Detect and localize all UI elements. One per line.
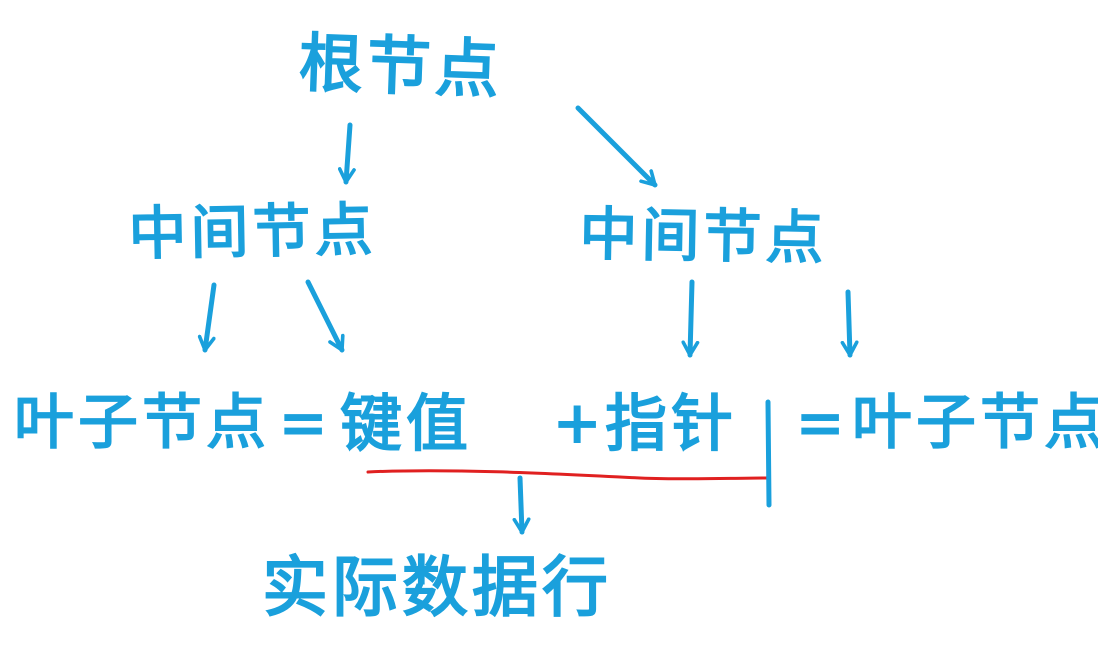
arrow-middle-right-to-leaf-b: [840, 289, 859, 358]
arrow-root-to-middle-left: [337, 122, 356, 185]
plus-sign: +: [552, 388, 607, 458]
pointer-label: 指针: [605, 387, 738, 460]
root-node-label: 根节点: [297, 27, 505, 109]
arrow-underline-to-data-row: [512, 475, 531, 535]
middle-node-left-label: 中间节点: [127, 195, 378, 268]
pointer-separator-bar: [765, 399, 772, 508]
arrow-middle-left-to-leaf-a: [197, 282, 217, 353]
arrow-root-to-middle-right: [575, 105, 658, 188]
actual-data-row-label: 实际数据行: [262, 549, 612, 626]
key-pointer-underline: [366, 469, 770, 481]
middle-node-right-label: 中间节点: [578, 200, 829, 273]
equals-sign-2: =: [795, 388, 850, 458]
arrow-middle-right-to-leaf-a: [681, 279, 700, 358]
key-value-label: 键值: [340, 387, 473, 460]
leaf-node-label: 叶子节点: [14, 388, 270, 458]
equals-sign-1: =: [278, 388, 333, 458]
arrow-middle-left-to-leaf-b: [305, 279, 345, 353]
leaf-node-label-2: 叶子节点: [852, 388, 1098, 458]
